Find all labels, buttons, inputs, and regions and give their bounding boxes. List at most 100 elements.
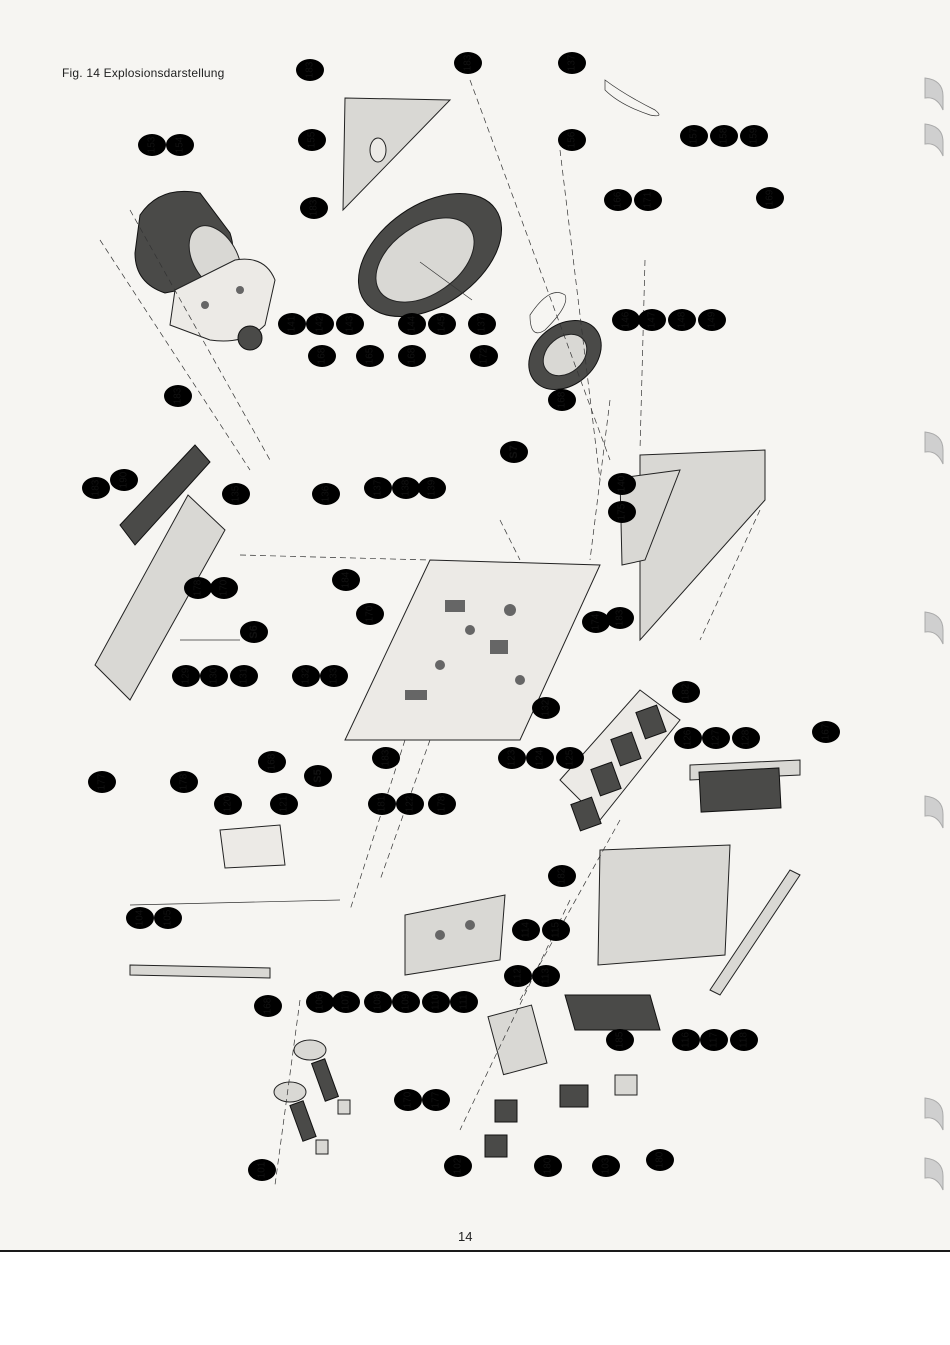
callout-104: 104 xyxy=(126,907,154,929)
callout-133: 133 xyxy=(320,665,348,687)
svg-text:117: 117 xyxy=(709,1032,720,1048)
svg-text:133: 133 xyxy=(329,667,340,684)
svg-text:183: 183 xyxy=(91,479,102,496)
svg-text:168: 168 xyxy=(557,391,568,408)
callout-190: 190 xyxy=(110,469,138,491)
callout-170: 170 xyxy=(210,577,238,599)
callout-170: 170 xyxy=(356,603,384,625)
svg-text:141: 141 xyxy=(287,315,298,332)
svg-text:149: 149 xyxy=(707,311,718,328)
callout-122: 122 xyxy=(396,793,424,815)
svg-text:175: 175 xyxy=(617,503,628,520)
callout-168: 168 xyxy=(398,345,426,367)
callout-109: 109 xyxy=(392,991,420,1013)
callout-183: 183 xyxy=(82,477,110,499)
callout-114: 114 xyxy=(512,919,540,941)
scan-margin xyxy=(0,1250,950,1345)
svg-text:155: 155 xyxy=(307,131,318,148)
svg-text:177: 177 xyxy=(431,1091,442,1108)
callout-140: 140 xyxy=(608,473,636,495)
callout-105: 105 xyxy=(154,907,182,929)
svg-text:105: 105 xyxy=(163,909,174,926)
svg-text:123: 123 xyxy=(507,749,518,766)
callout-155: 155 xyxy=(298,129,326,151)
callout-127: 127 xyxy=(702,727,730,749)
callout-s6: S6 xyxy=(240,621,268,643)
svg-text:182: 182 xyxy=(681,683,692,700)
callout-184: 184 xyxy=(332,569,360,591)
callout-131: 131 xyxy=(230,665,258,687)
svg-text:137: 137 xyxy=(477,315,488,332)
callout-166: 166 xyxy=(604,189,632,211)
callout-138: 138 xyxy=(392,477,420,499)
callout-123: 123 xyxy=(498,747,526,769)
callout-121: 121 xyxy=(270,793,298,815)
callout-183: 183 xyxy=(296,59,324,81)
callout-144: 144 xyxy=(398,313,426,335)
callout-168: 168 xyxy=(308,345,336,367)
svg-text:115: 115 xyxy=(551,922,562,938)
callout-107: 107 xyxy=(332,991,360,1013)
callout-101: 101 xyxy=(248,1159,276,1181)
svg-text:177: 177 xyxy=(97,773,108,790)
callout-146: 146 xyxy=(612,309,640,331)
svg-text:167: 167 xyxy=(821,723,832,740)
callout-171: 171 xyxy=(634,189,662,211)
svg-text:129: 129 xyxy=(181,667,192,684)
svg-text:166: 166 xyxy=(613,191,624,208)
svg-text:183: 183 xyxy=(309,199,320,216)
callout-175: 175 xyxy=(608,501,636,523)
svg-text:178: 178 xyxy=(193,579,204,596)
svg-text:183: 183 xyxy=(305,61,316,78)
svg-text:170: 170 xyxy=(365,605,376,622)
svg-text:137: 137 xyxy=(373,479,384,496)
callout-158: 158 xyxy=(710,125,738,147)
callout-143: 143 xyxy=(336,313,364,335)
callout-129: 129 xyxy=(172,665,200,687)
side-brackets xyxy=(94,444,766,701)
callout-116: 116 xyxy=(672,1029,700,1051)
svg-text:127: 127 xyxy=(711,729,722,746)
callout-132: 132 xyxy=(532,697,560,719)
svg-text:182: 182 xyxy=(557,867,568,884)
svg-text:116: 116 xyxy=(681,1032,692,1048)
callout-110: 110 xyxy=(422,991,450,1013)
svg-text:126: 126 xyxy=(683,729,694,746)
callout-170: 170 xyxy=(394,1089,422,1111)
motor-assembly xyxy=(134,190,276,351)
callout-125: 125 xyxy=(556,747,584,769)
callout-183: 183 xyxy=(606,607,634,629)
svg-text:168: 168 xyxy=(267,753,278,770)
svg-text:183: 183 xyxy=(381,749,392,766)
svg-text:139: 139 xyxy=(427,479,438,496)
callout-178: 178 xyxy=(184,577,212,599)
svg-text:158: 158 xyxy=(719,127,730,144)
callout-183: 183 xyxy=(300,197,328,219)
callout-167: 167 xyxy=(812,721,840,743)
callout-137: 137 xyxy=(558,52,586,74)
svg-text:178: 178 xyxy=(179,773,190,790)
svg-text:168: 168 xyxy=(407,347,418,364)
chassis-plate xyxy=(344,559,601,741)
callout-112: 112 xyxy=(504,965,532,987)
callout-137: 137 xyxy=(364,477,392,499)
callout-128: 128 xyxy=(732,727,760,749)
svg-text:121: 121 xyxy=(279,795,290,812)
page-number: 14 xyxy=(458,1229,473,1244)
callout-178: 178 xyxy=(170,771,198,793)
callout-156: 156 xyxy=(558,129,586,151)
svg-text:132: 132 xyxy=(301,667,312,684)
svg-text:180: 180 xyxy=(543,1157,554,1174)
svg-text:124: 124 xyxy=(535,749,546,766)
flywheel-assembly xyxy=(342,79,660,390)
svg-text:143: 143 xyxy=(345,315,356,332)
svg-text:146: 146 xyxy=(621,311,632,328)
binder-tabs xyxy=(924,77,944,1191)
callout-177: 177 xyxy=(422,1089,450,1111)
callout-168: 168 xyxy=(254,995,282,1017)
svg-text:110: 110 xyxy=(431,994,442,1010)
svg-text:159: 159 xyxy=(749,127,760,144)
callout-180: 180 xyxy=(534,1155,562,1177)
callout-169: 169 xyxy=(756,187,784,209)
svg-text:156: 156 xyxy=(567,131,578,148)
